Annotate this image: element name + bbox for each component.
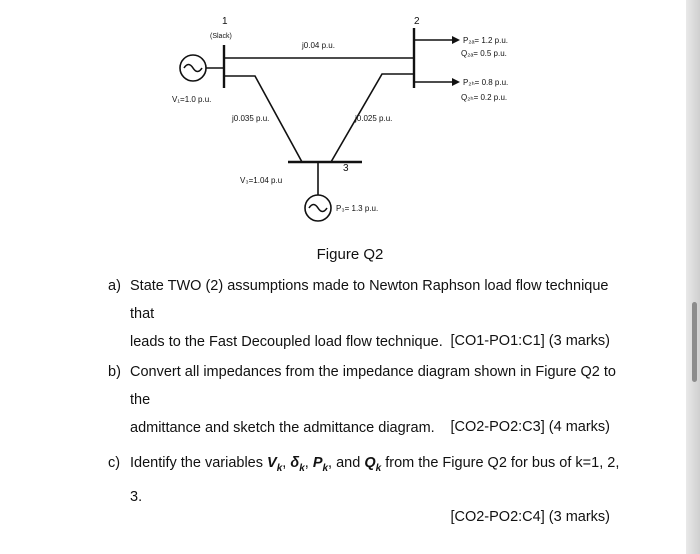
variable-delta: δk [290, 455, 305, 474]
question-a-line-2: leads to the Fast Decoupled load flow te… [130, 334, 443, 350]
figure-caption: Figure Q2 [316, 246, 384, 263]
bus-1-voltage: V₁=1.0 p.u. [172, 95, 211, 104]
bus-2-p-a: P₂ₐ= 1.2 p.u. [463, 36, 508, 45]
question-a: a) State TWO (2) assumptions made to New… [108, 272, 628, 356]
scroll-indicator[interactable] [692, 302, 697, 382]
question-c-line-1: Identify the variables Vk, δk, Pk, and Q… [130, 455, 620, 474]
question-b-label: b) [108, 364, 121, 380]
bus-1-number: 1 [222, 16, 228, 27]
bus-3-power: P₃= 1.3 p.u. [336, 204, 378, 213]
bus-3-voltage: V₃=1.04 p.u [240, 176, 282, 185]
bus-2-q-b: Q₂ₕ= 0.2 p.u. [461, 93, 507, 102]
bus-3-number: 3 [343, 163, 349, 174]
variable-p: Pk [312, 455, 329, 474]
bus-1-type: (Slack) [210, 33, 232, 40]
question-c-marks: [CO2-PO2:C4] (3 marks) [450, 509, 610, 525]
question-b: b) Convert all impedances from the imped… [108, 358, 628, 442]
bus-2-q-a: Q₂ₐ= 0.5 p.u. [461, 49, 507, 58]
line-1-3 [224, 75, 303, 163]
question-b-line-1: Convert all impedances from the impedanc… [130, 364, 616, 408]
bus-2-p-b: P₂ₕ= 0.8 p.u. [463, 78, 508, 87]
question-b-marks: [CO2-PO2:C3] (4 marks) [450, 419, 610, 435]
line-2-3 [330, 73, 414, 163]
line-2-3-impedance: j0.025 p.u. [354, 114, 392, 123]
question-b-line-2: admittance and sketch the admittance dia… [130, 420, 435, 436]
generator-3-symbol [304, 194, 332, 222]
question-c-label: c) [108, 455, 121, 471]
question-a-marks: [CO1-PO1:C1] (3 marks) [450, 333, 610, 349]
question-c: c) Identify the variables Vk, δk, Pk, an… [108, 449, 628, 511]
variable-q: Qk [364, 455, 382, 474]
page-edge [686, 0, 700, 554]
question-a-line-1: State TWO (2) assumptions made to Newton… [130, 278, 609, 322]
bus-2-number: 2 [414, 16, 420, 27]
question-a-label: a) [108, 278, 121, 294]
variable-v: Vk [267, 455, 283, 474]
line-1-3-impedance: j0.035 p.u. [231, 114, 269, 123]
question-c-line-2: 3. [130, 488, 143, 505]
figure-q2-diagram: 1 (Slack) V₁=1.0 p.u. 2 P₂ₐ= 1.2 p.u. Q₂… [172, 16, 508, 222]
line-1-2-impedance: j0.04 p.u. [301, 41, 335, 50]
